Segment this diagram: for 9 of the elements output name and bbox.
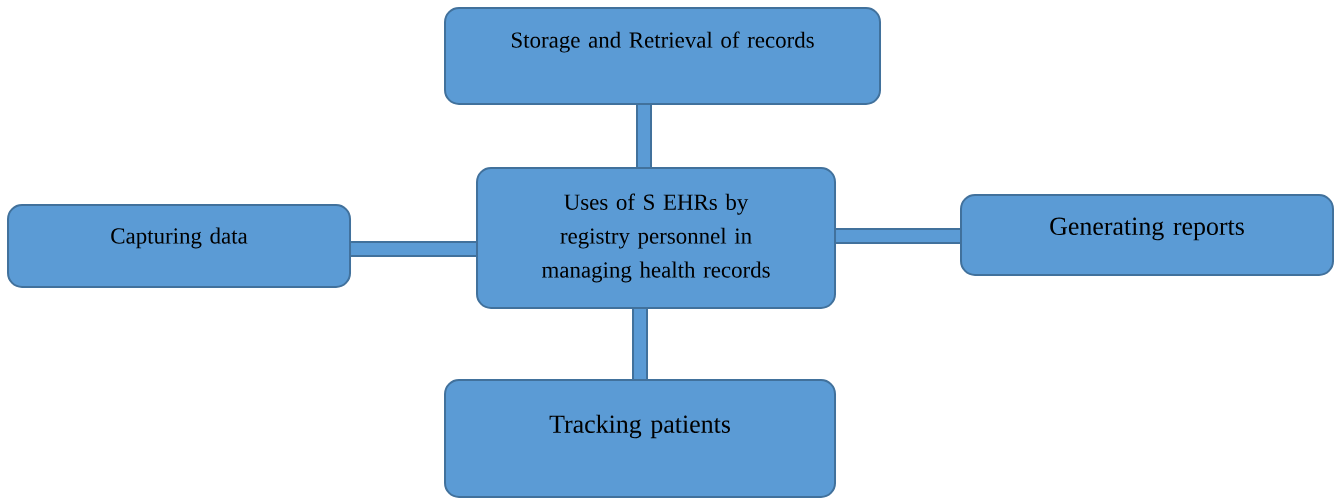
process-box: Uses of S EHRs by registry personnel in managing health records xyxy=(476,167,836,309)
process-box: Storage and Retrieval of records xyxy=(444,7,881,105)
process-box: Generating reports xyxy=(960,194,1334,276)
connector-bar xyxy=(836,228,960,244)
process-box: Tracking patients xyxy=(444,379,836,498)
process-box: Capturing data xyxy=(7,204,351,288)
connector-bar xyxy=(632,309,648,379)
connector-bar xyxy=(351,241,476,257)
connector-bar xyxy=(636,105,652,167)
